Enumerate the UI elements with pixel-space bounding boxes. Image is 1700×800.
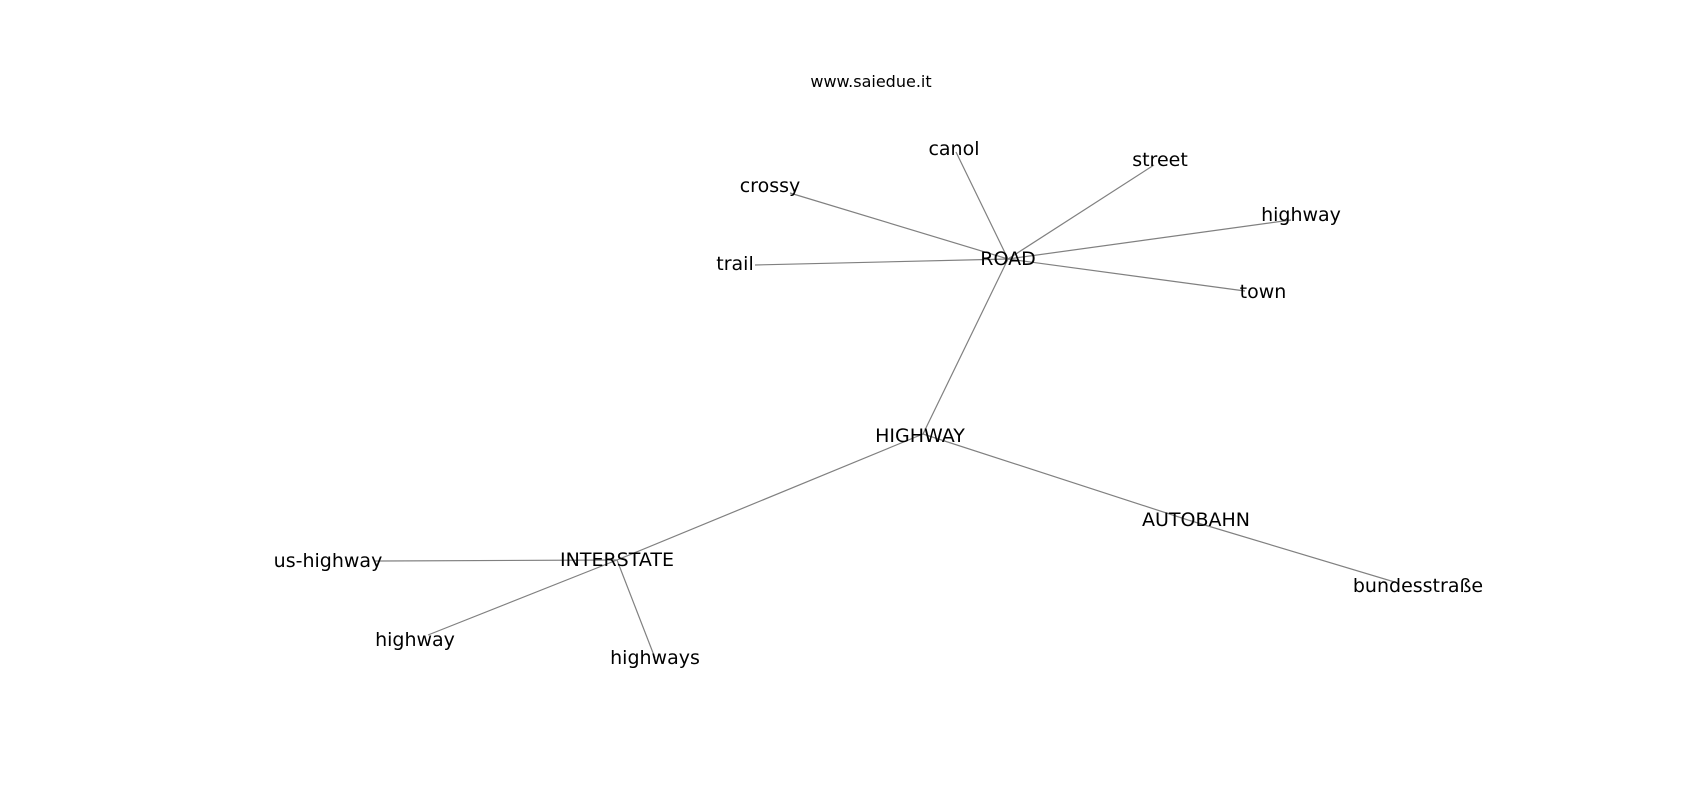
edge-interstate-us_highway xyxy=(374,559,618,562)
node-label-street: street xyxy=(1132,149,1188,171)
node-label-town: town xyxy=(1240,281,1287,303)
edge-road-trail xyxy=(754,258,1009,266)
edge-autobahn-bundesstrasse xyxy=(1187,519,1399,584)
node-label-highway_inter: highway xyxy=(375,629,455,651)
edge-road-highway_main xyxy=(922,258,1009,435)
edge-road-canol xyxy=(955,151,1009,260)
labels-layer: ROAD canol street crossy highway trail townHIG… xyxy=(274,138,1483,669)
edge-highway_main-interstate xyxy=(616,433,924,561)
node-label-us_highway: us-highway xyxy=(274,550,383,572)
node-label-bundesstrasse: bundesstraße xyxy=(1353,575,1483,597)
node-label-crossy: crossy xyxy=(740,175,801,197)
node-label-highways: highways xyxy=(610,647,700,669)
node-label-autobahn: AUTOBAHN xyxy=(1142,509,1250,531)
node-label-highway_road: highway xyxy=(1261,204,1341,226)
edge-road-town xyxy=(1007,258,1246,292)
edge-interstate-highway_inter xyxy=(427,559,618,636)
edge-interstate-highways xyxy=(616,559,656,659)
edge-road-street xyxy=(1007,164,1155,260)
edge-road-highway_road xyxy=(1007,219,1292,260)
node-label-interstate: INTERSTATE xyxy=(560,549,674,571)
edges-layer xyxy=(374,151,1399,659)
node-label-trail: trail xyxy=(716,253,753,275)
node-label-canol: canol xyxy=(928,138,979,160)
watermark-text: www.saiedue.it xyxy=(810,72,932,91)
node-label-highway_main: HIGHWAY xyxy=(875,425,965,447)
edge-road-crossy xyxy=(789,192,1009,260)
node-label-road: ROAD xyxy=(980,248,1035,270)
edge-highway_main-autobahn xyxy=(922,433,1189,521)
